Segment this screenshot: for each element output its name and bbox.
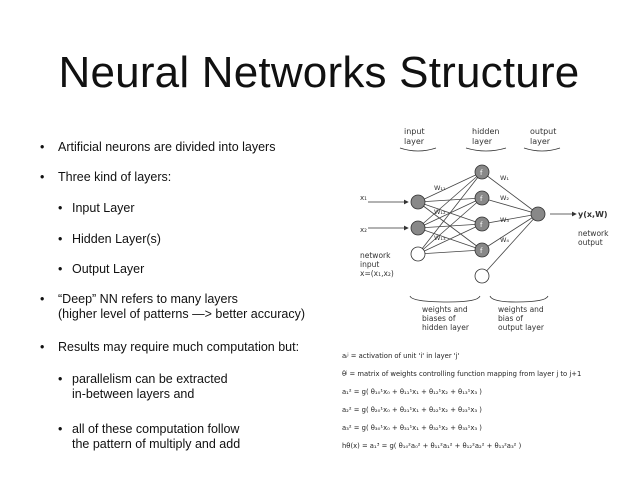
formula-line: a₁² = g( θ₁₀¹x₀ + θ₁₁¹x₁ + θ₁₂¹x₂ + θ₁₃¹…	[342, 388, 482, 396]
hidden-node	[474, 216, 490, 232]
bullet-line: parallelism can be extracted	[72, 372, 228, 386]
bullet-text: Input Layer	[72, 201, 135, 216]
bullet-dot: •	[58, 232, 63, 246]
hidden-node	[474, 190, 490, 206]
input-layer-label-2: layer	[404, 137, 425, 146]
bullet-line: the pattern of multiply and add	[72, 437, 241, 451]
hidden-layer-label-2: layer	[472, 137, 493, 146]
edge-input-hidden	[417, 223, 483, 255]
hidden-node	[474, 164, 490, 180]
bullet-line: Hidden Layer(s)	[72, 232, 161, 246]
bullet-dot: •	[40, 140, 45, 154]
formula-line: a₃² = g( θ₃₀¹x₀ + θ₃₁¹x₁ + θ₃₂¹x₂ + θ₃₃¹…	[342, 424, 482, 432]
formula-block: aᵢʲ = activation of unit 'i' in layer 'j…	[342, 352, 581, 450]
weights-output-caption-2: bias of	[498, 314, 523, 323]
hidden-node-label: f	[480, 247, 483, 255]
slide-title: Neural Networks Structure	[58, 48, 580, 97]
edge-input-hidden	[417, 197, 483, 255]
output-weight-label: W₂	[500, 194, 509, 202]
network-output-label-2: output	[578, 238, 603, 247]
bullet-text: “Deep” NN refers to many layers(higher l…	[58, 292, 305, 322]
hidden-node-label: f	[480, 195, 483, 203]
bullet-line: Input Layer	[72, 201, 135, 215]
bullet-line: Three kind of layers:	[58, 170, 172, 184]
bullet-line: Results may require much computation but…	[58, 340, 300, 354]
hidden-layer-label: hidden	[472, 127, 499, 136]
bullet-dot: •	[58, 372, 63, 386]
input-weight-label: W₁₂	[434, 208, 446, 216]
bullet-dot: •	[58, 262, 63, 276]
input-node	[410, 194, 426, 210]
formula-line: θʲ = matrix of weights controlling funct…	[342, 370, 581, 378]
bullet-dot: •	[40, 170, 45, 184]
formula-line: aᵢʲ = activation of unit 'i' in layer 'j…	[342, 352, 460, 360]
edge-hidden-output	[481, 213, 539, 225]
network-output-label: network	[578, 229, 609, 238]
x2-label: x₂	[360, 226, 367, 234]
formula-line: a₂² = g( θ₂₀¹x₀ + θ₂₁¹x₁ + θ₂₂¹x₂ + θ₂₃¹…	[342, 406, 482, 414]
hidden-node-label: f	[480, 221, 483, 229]
network-input-label: network	[360, 251, 391, 260]
bullet-line: Output Layer	[72, 262, 145, 276]
hidden-node	[474, 242, 490, 258]
edge-hidden-output	[481, 213, 539, 251]
bullet-line: in-between layers and	[72, 387, 195, 401]
hidden-bias-node	[474, 268, 490, 284]
neural-network-diagram: input layer hidden layer output layer f f…	[360, 127, 609, 332]
hidden-node-label: f	[480, 169, 483, 177]
bullet-line: “Deep” NN refers to many layers	[58, 292, 238, 306]
weights-hidden-caption-3: hidden layer	[422, 323, 470, 332]
bullet-text: Results may require much computation but…	[58, 340, 299, 355]
bullet-dot: •	[40, 292, 45, 306]
edge-hidden-output	[481, 171, 539, 215]
input-node	[410, 220, 426, 236]
edge-input-hidden	[417, 171, 483, 255]
input-bias-node	[410, 246, 426, 262]
bullet-text: Artificial neurons are divided into laye…	[58, 140, 275, 155]
bullet-dot: •	[40, 340, 45, 354]
output-layer-label-2: layer	[530, 137, 551, 146]
output-node	[530, 206, 546, 222]
edge-hidden-output	[481, 197, 539, 215]
weights-hidden-caption: weights and	[422, 305, 468, 314]
output-value-label: y(x,W)	[578, 210, 608, 219]
formula-line: hθ(x) = a₁³ = g( θ₁₀²a₀² + θ₁₁²a₁² + θ₁₂…	[342, 442, 522, 450]
output-weight-label: W₄	[500, 236, 509, 244]
edge-hidden-output	[481, 213, 539, 277]
weights-output-caption: weights and	[498, 305, 544, 314]
edge-input-hidden	[417, 171, 483, 203]
output-layer-label: output	[530, 127, 556, 136]
bullet-line: (higher level of patterns —> better accu…	[58, 307, 305, 321]
input-weight-label: W₁₁	[434, 184, 446, 192]
bullet-dot: •	[58, 422, 63, 436]
bullet-line: all of these computation follow	[72, 422, 240, 436]
bullet-line: Artificial neurons are divided into laye…	[58, 140, 276, 154]
bullet-text: Hidden Layer(s)	[72, 232, 161, 247]
edge-input-hidden	[417, 171, 483, 229]
output-weight-label: W₃	[500, 216, 509, 224]
input-weight-label: W₁₃	[434, 234, 446, 242]
network-input-label-3: x=(x₁,x₂)	[360, 269, 394, 278]
output-weight-label: W₁	[500, 174, 509, 182]
weights-output-caption-3: output layer	[498, 323, 545, 332]
bullet-text: Three kind of layers:	[58, 170, 171, 185]
network-input-label-2: input	[360, 260, 379, 269]
edge-input-hidden	[417, 249, 483, 255]
bullet-dot: •	[58, 201, 63, 215]
x1-label: x₁	[360, 194, 367, 202]
bullet-text: Output Layer	[72, 262, 144, 277]
input-layer-label: input	[404, 127, 425, 136]
weights-hidden-caption-2: biases of	[422, 314, 456, 323]
